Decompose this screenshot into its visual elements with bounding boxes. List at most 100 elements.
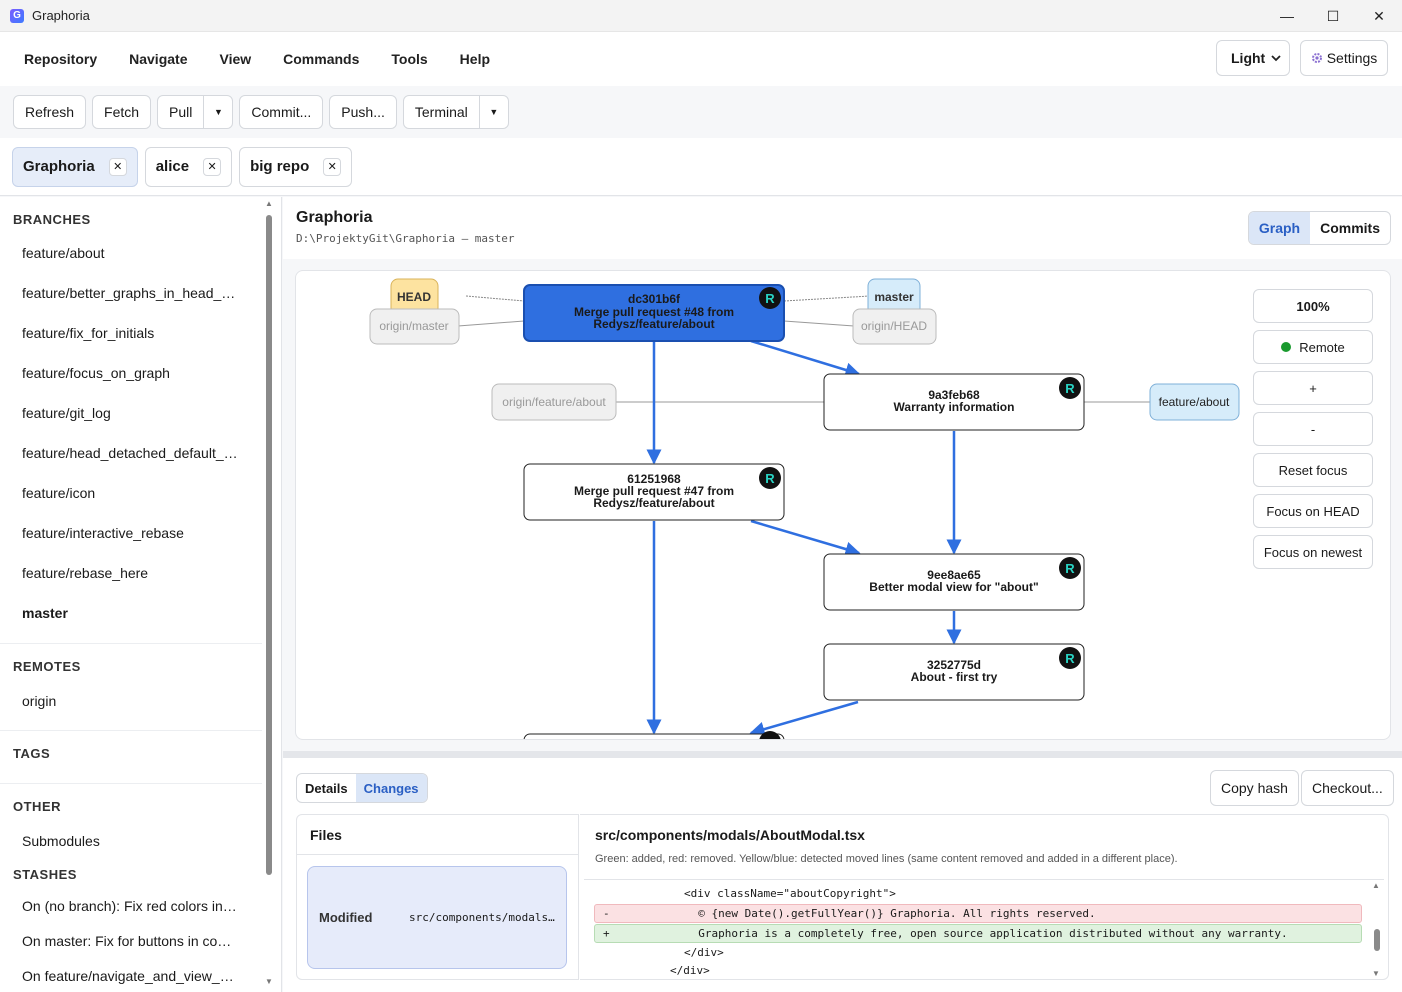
sidebar-branch-item[interactable]: feature/rebase_here	[22, 565, 149, 581]
close-icon[interactable]: ✕	[203, 157, 222, 176]
commit-graph[interactable]: dc301b6f Merge pull request #48 from Red…	[295, 270, 1391, 740]
avatar-letter: R	[765, 471, 775, 486]
ref-label: HEAD	[397, 290, 431, 304]
avatar-letter: R	[765, 291, 775, 306]
terminal-dropdown-icon[interactable]: ▼	[489, 107, 499, 117]
sidebar-branch-item[interactable]: feature/fix_for_initials	[22, 325, 155, 341]
pull-button[interactable]: Pull	[158, 96, 205, 128]
tab-changes[interactable]: Changes	[355, 774, 427, 802]
menu-repository[interactable]: Repository	[24, 51, 98, 67]
commit-hash: 9ee8ae65	[927, 568, 981, 582]
minimize-button[interactable]: —	[1280, 8, 1294, 24]
diff-view[interactable]: <div className="aboutCopyright"> - © {ne…	[584, 879, 1384, 979]
scroll-thumb[interactable]	[266, 215, 272, 875]
files-heading: Files	[297, 815, 578, 855]
sidebar-submodules-item[interactable]: Submodules	[22, 833, 100, 849]
menu-bar: Repository Navigate View Commands Tools …	[0, 32, 1402, 86]
menu-navigate[interactable]: Navigate	[129, 51, 188, 67]
close-window-button[interactable]: ✕	[1373, 7, 1385, 24]
terminal-button[interactable]: Terminal	[404, 96, 480, 128]
ref-connector	[457, 320, 525, 327]
sidebar-stash-item[interactable]: On (no branch): Fix red colors in co...	[22, 898, 240, 914]
close-icon[interactable]: ✕	[108, 157, 127, 176]
diff-marker: -	[603, 907, 610, 920]
focus-head-button[interactable]: Focus on HEAD	[1253, 494, 1373, 528]
scroll-thumb[interactable]	[1374, 929, 1380, 951]
settings-button[interactable]: Settings	[1300, 40, 1388, 76]
maximize-button[interactable]: ☐	[1326, 7, 1340, 24]
scroll-down-icon[interactable]: ▼	[1372, 969, 1380, 978]
focus-newest-button[interactable]: Focus on newest	[1253, 535, 1373, 569]
repo-tab-big-repo[interactable]: big repo ✕	[239, 146, 353, 187]
commit-node[interactable]: 9ee8ae65 Better modal view for "about" R	[823, 553, 1085, 611]
scroll-up-icon[interactable]: ▲	[265, 199, 273, 208]
commit-hash: 3252775d	[927, 658, 981, 672]
scroll-up-icon[interactable]: ▲	[1372, 881, 1380, 890]
sidebar-branch-item[interactable]: feature/icon	[22, 485, 96, 501]
ref-master[interactable]: master	[867, 278, 921, 316]
menu-tools[interactable]: Tools	[391, 51, 428, 67]
sidebar-scrollbar[interactable]: ▲ ▼	[264, 197, 274, 992]
copy-hash-button[interactable]: Copy hash	[1210, 770, 1299, 806]
ref-origin-head[interactable]: origin/HEAD	[852, 308, 937, 345]
menu-view[interactable]: View	[219, 51, 252, 67]
file-list-item[interactable]: Modified src/components/modals/AboutModa…	[307, 866, 567, 969]
theme-select[interactable]: Light	[1216, 40, 1290, 76]
tab-graph[interactable]: Graph	[1248, 212, 1311, 244]
remote-toggle-button[interactable]: Remote	[1253, 330, 1373, 364]
diff-line-text: <div className="aboutCopyright">	[684, 887, 896, 900]
commit-node[interactable]: 61251968 Merge pull request #47 from Red…	[523, 463, 785, 521]
files-panel: Files Modified src/components/modals/Abo…	[296, 814, 579, 980]
diff-line-text: </div>	[670, 964, 710, 977]
zoom-out-button[interactable]: -	[1253, 412, 1373, 446]
zoom-level-button[interactable]: 100%	[1253, 289, 1373, 323]
scroll-down-icon[interactable]: ▼	[265, 977, 273, 986]
reset-focus-button[interactable]: Reset focus	[1253, 453, 1373, 487]
commit-node[interactable]: 9a3feb68 Warranty information R	[823, 373, 1085, 431]
repo-tab-alice[interactable]: alice ✕	[144, 146, 233, 187]
ref-origin-feature-about[interactable]: origin/feature/about	[491, 383, 617, 421]
ref-label: origin/feature/about	[502, 395, 606, 409]
sidebar-branch-item[interactable]: feature/about	[22, 245, 105, 261]
diff-marker: +	[603, 927, 610, 940]
graph-edge	[750, 339, 861, 378]
commit-node[interactable]: 3252775d About - first try R	[823, 643, 1085, 701]
sidebar-branch-item[interactable]: feature/interactive_rebase	[22, 525, 184, 541]
menu-help[interactable]: Help	[459, 51, 491, 67]
sidebar-branch-item-current[interactable]: master	[22, 605, 68, 621]
tab-details[interactable]: Details	[305, 780, 348, 796]
sidebar-branch-item[interactable]: feature/git_log	[22, 405, 111, 421]
tab-commits[interactable]: Commits	[1320, 220, 1380, 236]
commit-message: Merge pull request #48 from	[574, 305, 734, 319]
ref-head[interactable]: HEAD	[390, 278, 439, 316]
fetch-button[interactable]: Fetch	[92, 95, 152, 129]
graph-canvas: dc301b6f Merge pull request #48 from Red…	[369, 278, 1240, 740]
panel-splitter[interactable]	[283, 751, 1402, 758]
sidebar-stash-item[interactable]: On feature/navigate_and_view_me...	[22, 968, 240, 984]
sidebar-branch-item[interactable]: feature/better_graphs_in_head_det...	[22, 285, 240, 301]
zoom-in-button[interactable]: +	[1253, 371, 1373, 405]
sidebar-branch-item[interactable]: feature/focus_on_graph	[22, 365, 170, 381]
commit-hash: 9a3feb68	[928, 388, 980, 402]
commit-button[interactable]: Commit...	[239, 95, 324, 129]
commit-node-partial[interactable]	[523, 733, 785, 740]
commit-message-line2: Redysz/feature/about	[593, 317, 714, 331]
push-button[interactable]: Push...	[329, 95, 397, 129]
refresh-button[interactable]: Refresh	[13, 95, 87, 129]
sidebar-remote-item[interactable]: origin	[22, 693, 57, 709]
close-icon[interactable]: ✕	[323, 157, 342, 176]
pull-dropdown-icon[interactable]: ▼	[213, 107, 223, 117]
sidebar-branch-item[interactable]: feature/head_detached_default_br...	[22, 445, 240, 461]
other-heading: OTHER	[13, 799, 61, 814]
ref-origin-master[interactable]: origin/master	[369, 308, 460, 345]
pull-split-button: Pull ▼	[157, 95, 234, 129]
commit-hash: dc301b6f	[628, 292, 681, 306]
avatar	[1059, 557, 1081, 579]
menu-commands[interactable]: Commands	[283, 51, 360, 67]
commit-node-selected[interactable]: dc301b6f Merge pull request #48 from Red…	[523, 284, 785, 342]
ref-feature-about[interactable]: feature/about	[1149, 383, 1240, 421]
checkout-button[interactable]: Checkout...	[1301, 770, 1394, 806]
repo-tab-graphoria[interactable]: Graphoria ✕	[12, 146, 138, 187]
diff-scrollbar[interactable]: ▲ ▼	[1372, 881, 1382, 979]
sidebar-stash-item[interactable]: On master: Fix for buttons in com...	[22, 933, 240, 949]
